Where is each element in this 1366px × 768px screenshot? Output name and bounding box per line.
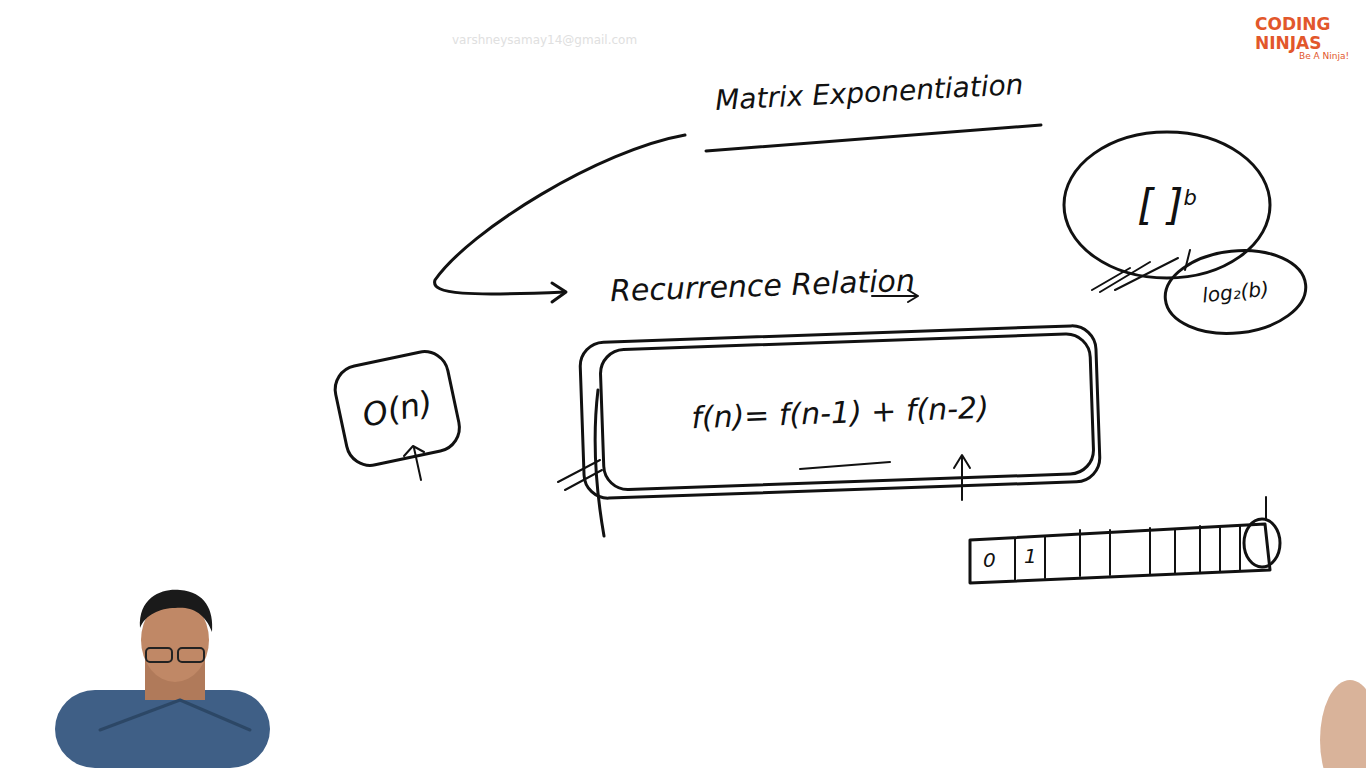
underline bbox=[706, 125, 1041, 151]
board-title: Matrix Exponentiation bbox=[714, 68, 1024, 117]
watermark: varshneysamay14@gmail.com bbox=[452, 33, 637, 47]
log-ellipse: log₂(b) bbox=[1158, 242, 1311, 343]
pointer bbox=[1265, 497, 1267, 520]
presenter bbox=[55, 590, 270, 768]
array-value: 1 bbox=[1024, 544, 1037, 568]
arrow-head bbox=[552, 283, 566, 302]
node-text-holder: [ ]b bbox=[1137, 181, 1196, 230]
hand bbox=[1320, 680, 1366, 768]
logo-text: NINJAS bbox=[1255, 33, 1322, 53]
node-text: f(n)= f(n-1) + f(n-2) bbox=[691, 389, 990, 434]
node-text: O(n) bbox=[359, 382, 436, 434]
logo-tagline: Be A Ninja! bbox=[1299, 51, 1349, 61]
array-value: 0 bbox=[983, 548, 996, 572]
array-outline bbox=[970, 524, 1270, 583]
circled-cell bbox=[1244, 519, 1280, 567]
cell-arrows bbox=[1080, 526, 1200, 565]
underline bbox=[800, 462, 890, 469]
hatch-marks bbox=[1092, 250, 1190, 292]
node-text: log₂(b) bbox=[1201, 277, 1270, 308]
node-text-holder: O(n) bbox=[359, 382, 436, 434]
complexity-box: O(n) bbox=[328, 344, 466, 471]
heading-text: Recurrence Relation bbox=[609, 263, 915, 309]
node-text: [ ] bbox=[1137, 181, 1183, 230]
rounded-outline bbox=[579, 325, 1100, 499]
rounded-outline bbox=[330, 347, 463, 470]
curved-arrow bbox=[435, 135, 685, 294]
ellipse-outline bbox=[1161, 244, 1310, 340]
exponent: b bbox=[1183, 186, 1196, 210]
matrix-power-circle: [ ]b bbox=[1062, 130, 1272, 280]
logo-text: CODING bbox=[1255, 14, 1331, 34]
ellipse-outline bbox=[1064, 132, 1270, 278]
recurrence-box: f(n)= f(n-1) + f(n-2) bbox=[577, 323, 1102, 501]
array-cells bbox=[1015, 526, 1240, 580]
rounded-outline bbox=[600, 333, 1095, 490]
node-text-holder: f(n)= f(n-1) + f(n-2) bbox=[691, 389, 990, 434]
node-text-holder: log₂(b) bbox=[1201, 277, 1270, 308]
up-arrow bbox=[404, 446, 424, 480]
